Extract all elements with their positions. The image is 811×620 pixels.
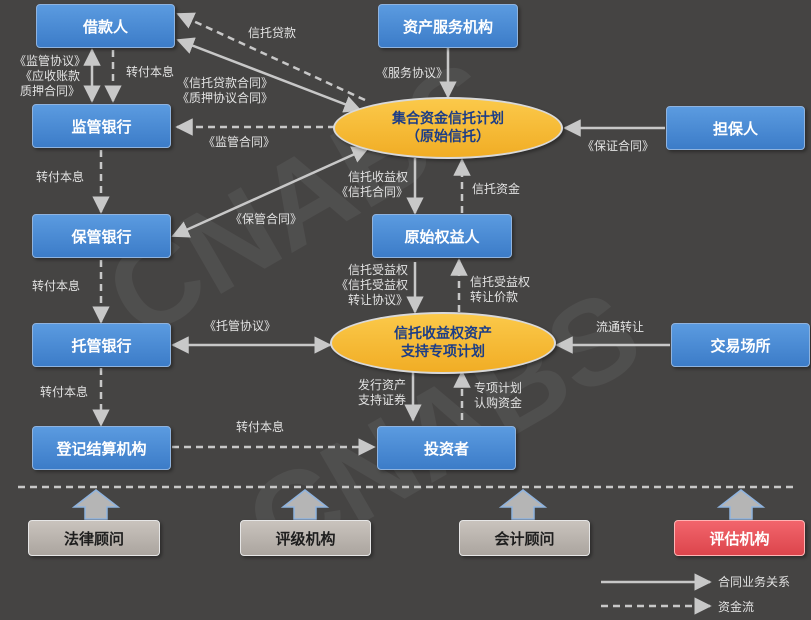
original-beneficiary-node: 原始权益人: [372, 214, 512, 258]
supervising-bank-node: 监管银行: [32, 104, 171, 148]
valuation-agency-node: 评估机构: [674, 520, 805, 556]
trust-funds-label: 信托资金: [472, 182, 521, 196]
repay-label-1: 转付本息: [126, 65, 175, 79]
transfer-price-line-1: 信托受益权: [470, 275, 531, 289]
borrower-bank-contract-label: 《监管协议》 《应收账款 质押合同》: [8, 54, 92, 99]
circulation-label: 流通转让: [596, 320, 645, 334]
repay-label-3: 转付本息: [32, 279, 81, 293]
borrower-node: 借款人: [36, 4, 175, 48]
exchange-node: 交易场所: [671, 323, 810, 367]
legend-funds-label: 资金流: [718, 600, 755, 614]
loan-contract-line-1: 《信托贷款合同》: [177, 76, 274, 90]
abs-plan-subtitle: 支持专项计划: [401, 344, 485, 360]
guarantor-node: 担保人: [666, 106, 805, 150]
issue-label: 发行资产 支持证券: [346, 378, 406, 408]
up-arrow-legal: [71, 489, 121, 520]
rating-agency-node: 评级机构: [240, 520, 371, 556]
loan-contract-label: 《信托贷款合同》 《质押协议合同》: [177, 76, 273, 106]
transfer-label: 信托受益权 《信托受益权 转让协议》: [320, 263, 408, 308]
borrower-bank-line-1: 《监管协议》: [13, 54, 86, 68]
loan-contract-arrow: [176, 37, 362, 113]
trust-plan-node: 集合资金信托计划 （原始信托）: [333, 97, 563, 159]
up-arrow-valuation: [716, 489, 766, 520]
supervision-contract-label: 《监管合同》: [203, 135, 276, 149]
trust-plan-title: 集合资金信托计划: [392, 111, 504, 127]
custody-contract-label: 《保管合同》: [230, 212, 303, 226]
repay-label-5: 转付本息: [236, 420, 285, 434]
trust-benefit-line-1: 信托收益权: [347, 170, 408, 184]
service-agreement-label: 《服务协议》: [376, 66, 449, 80]
loan-contract-line-2: 《质押协议合同》: [177, 91, 274, 105]
custody-bank-2-node: 托管银行: [32, 323, 171, 367]
repay-label-2: 转付本息: [36, 170, 85, 184]
custody-contract-arrow: [171, 146, 370, 238]
legal-advisor-node: 法律顾问: [28, 520, 160, 556]
legend-contract-label: 合同业务关系: [718, 575, 791, 589]
custody-agreement-label: 《托管协议》: [204, 319, 277, 333]
borrower-bank-line-2: 《应收账款: [19, 69, 80, 83]
asset-service-node: 资产服务机构: [378, 4, 518, 48]
repay-label-4: 转付本息: [40, 385, 89, 399]
trust-benefit-label: 信托收益权 《信托合同》: [330, 170, 408, 200]
abs-plan-node: 信托收益权资产 支持专项计划: [330, 312, 556, 374]
transfer-price-label: 信托受益权 转让价款: [470, 275, 530, 305]
issue-line-1: 发行资产: [357, 378, 406, 392]
up-arrow-accounting: [498, 489, 548, 520]
transfer-line-1: 信托受益权: [347, 263, 408, 277]
subscribe-line-2: 认购资金: [474, 396, 523, 410]
investor-node: 投资者: [377, 426, 516, 470]
accounting-advisor-node: 会计顾问: [459, 520, 590, 556]
custody-bank-1-node: 保管银行: [32, 214, 171, 258]
borrower-bank-line-3: 质押合同》: [19, 84, 80, 98]
up-arrow-rating: [280, 489, 330, 520]
trust-plan-subtitle: （原始信托）: [406, 129, 490, 145]
registrar-node: 登记结算机构: [32, 426, 171, 470]
transfer-line-2: 《信托受益权: [335, 278, 408, 292]
abs-plan-title: 信托收益权资产: [394, 326, 492, 342]
issue-line-2: 支持证券: [357, 393, 406, 407]
transfer-line-3: 转让协议》: [347, 293, 408, 307]
trust-benefit-line-2: 《信托合同》: [335, 185, 408, 199]
subscribe-label: 专项计划 认购资金: [474, 381, 522, 411]
subscribe-line-1: 专项计划: [474, 381, 523, 395]
transfer-price-line-2: 转让价款: [470, 290, 519, 304]
guarantee-contract-label: 《保证合同》: [582, 139, 655, 153]
trust-loan-label: 信托贷款: [248, 26, 297, 40]
